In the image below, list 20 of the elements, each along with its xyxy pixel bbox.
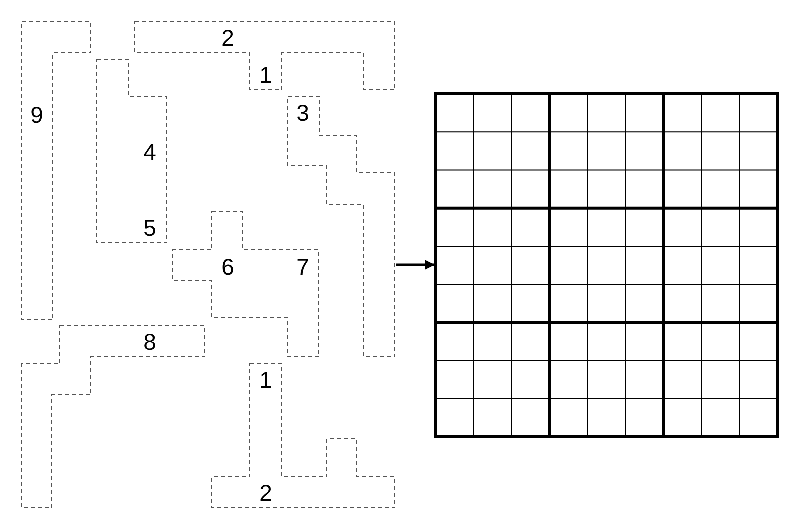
piece-number: 7: [296, 255, 310, 279]
puzzle-piece: [22, 326, 205, 508]
piece-number: 1: [260, 63, 272, 87]
piece-number: 9: [30, 103, 44, 127]
sudoku-grid: [436, 94, 778, 437]
piece-number: 2: [260, 481, 272, 505]
arrow: [396, 260, 435, 270]
puzzle-piece: [97, 60, 167, 243]
piece-number: 3: [296, 101, 310, 125]
piece-number: 4: [144, 140, 156, 164]
puzzle-piece: [288, 97, 395, 357]
piece-number: 6: [222, 255, 234, 279]
puzzle-piece: [173, 212, 319, 357]
piece-number: 8: [144, 330, 156, 354]
piece-number: 1: [260, 368, 272, 392]
puzzle-piece: [135, 22, 395, 90]
puzzle-piece: [22, 22, 91, 320]
piece-number: 5: [144, 216, 156, 240]
puzzle-piece: [212, 364, 395, 508]
piece-number: 2: [222, 26, 234, 50]
